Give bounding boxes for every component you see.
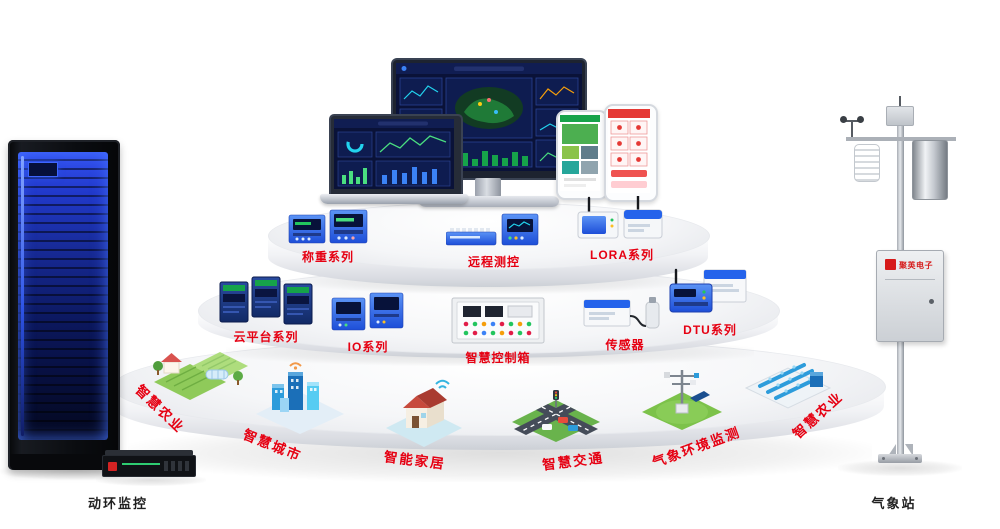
rack-status-screen [28,162,58,177]
station-antenna [899,96,901,108]
label-dtu-series: DTU系列 [683,323,737,337]
phone1-screen [560,115,600,191]
smart-traffic-illustration [512,390,600,442]
io-series-devices [331,292,404,331]
smart-home-illustration [386,379,462,447]
device-green-stripe [122,463,160,465]
label-sensors: 传感器 [605,338,645,352]
label-remote-measure: 远程测控 [467,255,520,269]
server-rack [8,140,120,470]
env-monitoring-device [102,450,196,477]
station-base-flange [878,454,922,463]
weather-env-monitoring-illustration [642,370,722,430]
label-lora-series: LORA系列 [590,248,654,262]
monitor-stand-neck [475,178,501,197]
rack-led-strip [21,156,24,436]
anemometer-stem [851,121,853,137]
desktop-monitor [391,58,587,208]
station-crossarm [846,137,956,141]
laptop [320,114,468,206]
lora-series-devices [577,196,663,239]
monitor-dashboard-screen [396,63,582,171]
flange-bolt-right [915,457,918,460]
cloud-platform-devices [219,276,313,325]
brand-logo-text: 聚英电子 [899,261,933,270]
device-top-panel [105,450,193,456]
phone-monitoring-app [556,110,608,200]
laptop-base [320,194,468,204]
device-front-panel [102,455,196,477]
smart-agriculture-left-illustration [153,352,248,400]
mini-device-shadow [96,474,206,486]
device-ports [164,461,190,471]
label-io-series: IO系列 [347,340,389,354]
laptop-bezel [329,114,463,198]
anemometer-cup-left [840,116,847,123]
radiation-shield [854,144,880,182]
label-env-monitoring: 动环监控 [87,496,148,511]
remote-measure-devices [446,213,539,246]
flange-bolt-left [882,457,885,460]
label-weighing-series: 称重系列 [301,250,354,264]
weighing-series-devices [288,209,368,244]
station-shadow [838,460,962,476]
smart-control-box-device [451,297,545,344]
smart-city-illustration [256,362,344,434]
phone2-screen [608,109,650,193]
box-keyhole [929,299,934,304]
pole-gusset-left [888,444,896,456]
box-door-seam [885,279,935,280]
monitor-bezel [391,58,587,180]
station-control-box: 聚英电子 [876,250,944,342]
monitor-stand-base [419,196,559,207]
station-top-sensor [886,106,914,126]
rack-base [10,454,118,470]
pole-gusset-right [905,444,913,456]
anemometer-cup-right [857,116,864,123]
label-cloud-platform: 云平台系列 [233,330,299,344]
brand-logo-mark [885,259,896,270]
dtu-series-devices [669,268,747,313]
rain-gauge-cylinder [912,140,948,200]
label-weather-station: 气象站 [871,496,917,511]
anemometer-bar [843,120,861,122]
rack-glass-window [18,152,108,440]
device-logo-mark [108,462,117,471]
laptop-dashboard-screen [334,119,454,189]
phone-control-app [604,104,658,202]
label-smart-control-box: 智慧控制箱 [465,351,531,365]
smart-agriculture-right-illustration [744,363,832,409]
sensor-devices [583,297,660,329]
